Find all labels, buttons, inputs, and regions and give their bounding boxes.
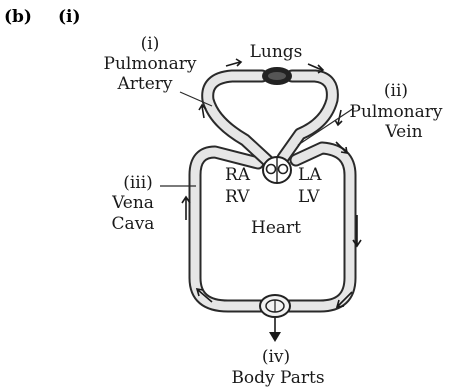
body-parts-number: (iv): [262, 347, 290, 367]
right-ventricle-label: RV: [225, 187, 250, 207]
pulmonary-artery-number: (i): [141, 34, 160, 54]
subpart-label: (i): [58, 7, 81, 27]
lung-capillary-bed: [262, 67, 292, 85]
vena-cava-label-1: Vena: [111, 193, 154, 213]
heart-label: Heart: [251, 218, 301, 238]
vena-cava-number: (iii): [123, 173, 153, 193]
heart: [263, 157, 291, 183]
left-atrium-label: LA: [298, 165, 322, 185]
pulmonary-artery-label-1: Pulmonary: [104, 54, 197, 74]
vena-cava-label-2: Cava: [112, 214, 155, 234]
left-ventricle-label: LV: [298, 187, 320, 207]
part-label: (b): [4, 7, 32, 27]
pulmonary-vein-number: (ii): [384, 81, 408, 101]
right-atrium-label: RA: [225, 165, 251, 185]
arrow-pulmonary-vein: [335, 110, 342, 125]
pulmonary-vein-label-2: Vein: [384, 122, 422, 142]
pulmonary-vein-label-1: Pulmonary: [350, 102, 443, 122]
lungs-label: Lungs: [250, 42, 303, 62]
body-capillary-bed: [260, 295, 290, 317]
arrow-pulmonary-artery: [199, 105, 206, 118]
pulmonary-artery-label-2: Artery: [116, 74, 172, 94]
body-parts-label: Body Parts: [231, 368, 324, 388]
arrow-to-lungs: [226, 59, 241, 66]
arrow-body-parts-head: [269, 332, 281, 342]
